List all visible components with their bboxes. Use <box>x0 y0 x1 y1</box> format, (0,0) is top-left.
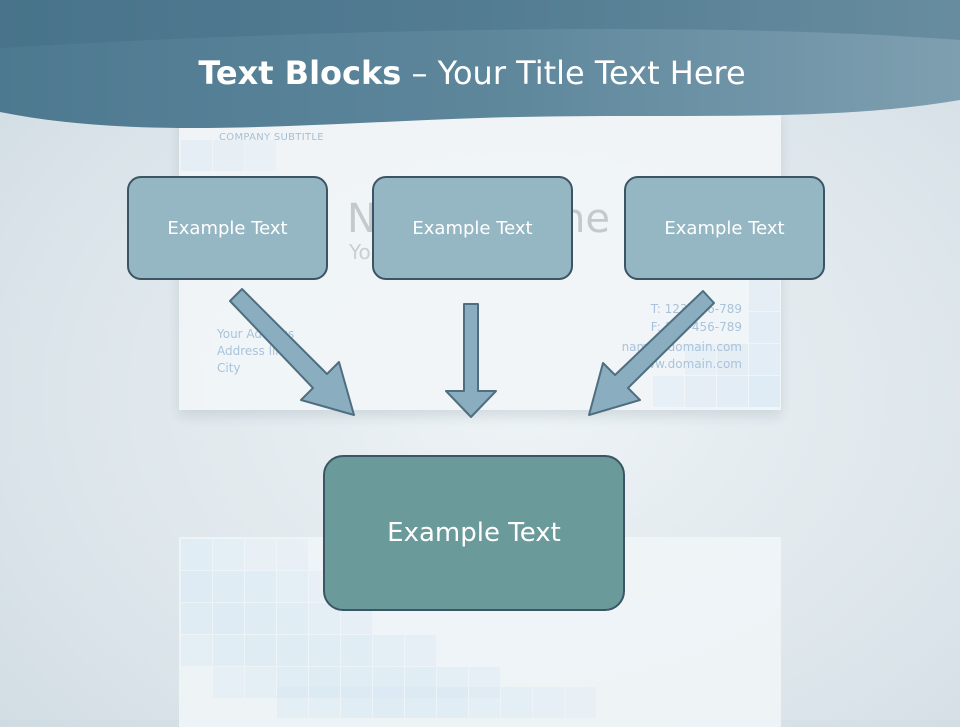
main-box: Example Text <box>323 455 625 611</box>
background-address-line-3: City <box>217 361 241 375</box>
background-tile <box>181 603 212 634</box>
top-box-right: Example Text <box>624 176 825 280</box>
background-tile <box>277 539 308 570</box>
top-box-center: Example Text <box>372 176 573 280</box>
background-tile <box>341 635 372 666</box>
background-tile <box>213 667 244 698</box>
background-tile <box>245 140 276 171</box>
background-tile <box>469 687 500 718</box>
background-tile <box>277 635 308 666</box>
background-tile <box>181 140 212 171</box>
background-tile <box>749 376 780 407</box>
background-tile <box>213 603 244 634</box>
background-tile <box>277 571 308 602</box>
background-tile <box>213 635 244 666</box>
background-tile <box>181 571 212 602</box>
background-tile <box>277 603 308 634</box>
arrow-right <box>588 290 715 416</box>
background-tile <box>245 539 276 570</box>
header-wave <box>0 0 960 129</box>
background-tile <box>245 667 276 698</box>
arrow-left <box>229 288 355 416</box>
background-tile <box>213 140 244 171</box>
background-subtitle: Yo <box>349 240 371 264</box>
background-tile <box>309 687 340 718</box>
background-tile <box>277 687 308 718</box>
background-tile <box>717 376 748 407</box>
background-tile <box>405 635 436 666</box>
background-tile <box>181 539 212 570</box>
background-tile <box>373 635 404 666</box>
arrow-center <box>445 303 497 418</box>
background-tile <box>245 571 276 602</box>
top-box-left-label: Example Text <box>167 217 288 239</box>
background-tile <box>717 344 748 375</box>
background-tile <box>309 635 340 666</box>
top-box-left: Example Text <box>127 176 328 280</box>
background-tile <box>213 571 244 602</box>
background-tile <box>437 687 468 718</box>
background-tile <box>749 280 780 311</box>
background-tile <box>685 344 716 375</box>
background-tile <box>685 376 716 407</box>
title-rest: – Your Title Text Here <box>401 54 746 92</box>
background-tile <box>373 687 404 718</box>
background-contact-line-4: www.domain.com <box>635 357 742 371</box>
background-tile <box>181 635 212 666</box>
background-name-left: N <box>347 196 377 242</box>
background-tile <box>245 603 276 634</box>
background-tile <box>341 687 372 718</box>
background-company-subtitle: COMPANY SUBTITLE <box>219 132 324 143</box>
background-address-line-2: Address line <box>217 344 291 358</box>
top-box-right-label: Example Text <box>664 217 785 239</box>
background-tile <box>565 687 596 718</box>
title-bold: Text Blocks <box>198 54 402 92</box>
background-tile <box>245 635 276 666</box>
background-tile <box>405 687 436 718</box>
main-box-label: Example Text <box>387 518 561 548</box>
background-tile <box>533 687 564 718</box>
background-tile <box>213 539 244 570</box>
background-tile <box>749 344 780 375</box>
background-tile <box>749 312 780 343</box>
background-tile <box>653 376 684 407</box>
slide-title: Text Blocks – Your Title Text Here <box>0 54 944 92</box>
top-box-center-label: Example Text <box>412 217 533 239</box>
background-tile <box>501 687 532 718</box>
